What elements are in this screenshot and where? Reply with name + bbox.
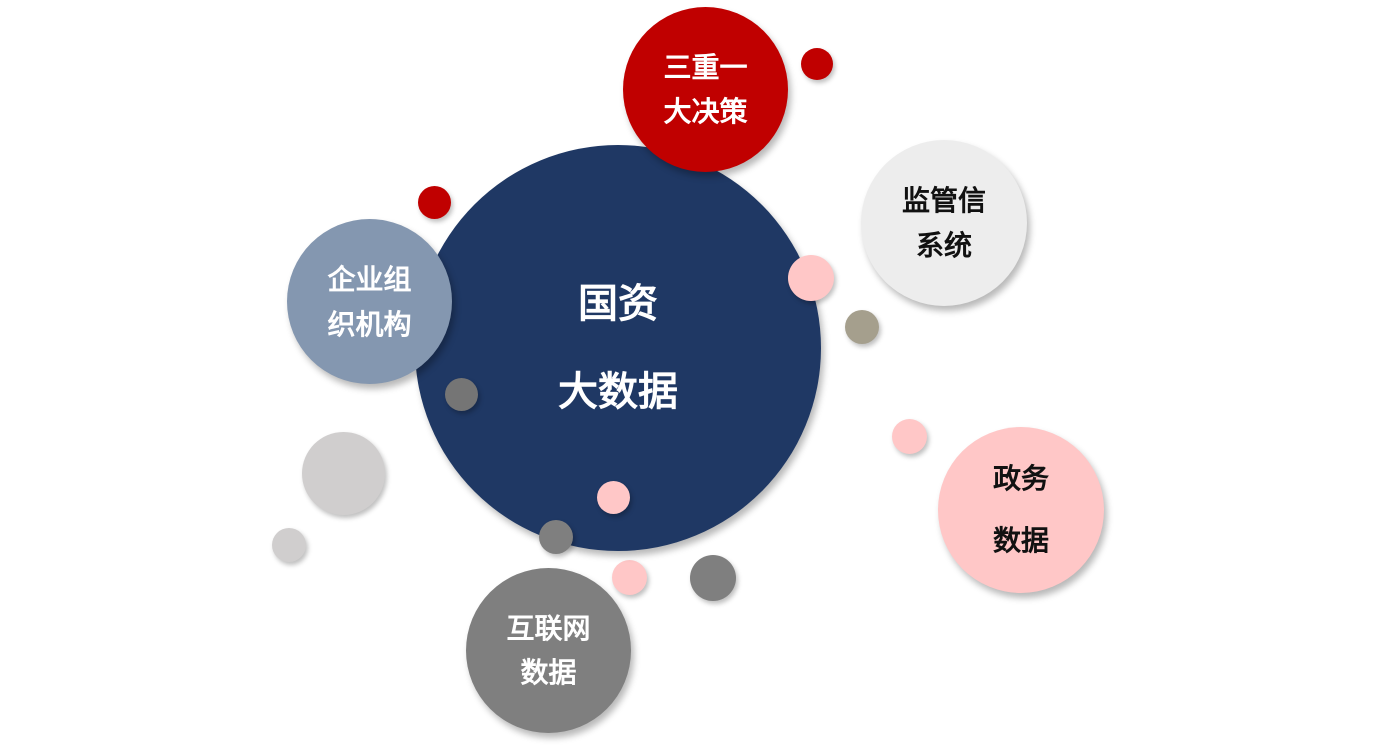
decor-dot-pink: [597, 481, 630, 514]
bubble-org-line1: 企业组: [327, 262, 412, 296]
bubble-internet-line1: 互联网: [506, 611, 591, 645]
decor-dot-red: [801, 48, 833, 80]
decor-dot-gray: [690, 555, 736, 601]
bubble-decision: 三重一 大决策: [623, 7, 788, 172]
decor-dot-pink: [788, 255, 834, 301]
decor-dot-pink: [892, 419, 927, 454]
bubble-gov-line2: 数据: [992, 524, 1049, 557]
bubble-org-line2: 织机构: [327, 307, 412, 341]
bubble-supervision: 监管信 系统: [861, 140, 1027, 306]
decor-dot-gray: [539, 520, 573, 554]
bubble-internet: 互联网 数据: [466, 568, 631, 733]
bubble-decision-line2: 大决策: [663, 94, 748, 128]
decor-dot-silver: [302, 432, 385, 515]
bubble-gov-line1: 政务: [992, 462, 1049, 495]
central-bubble-line2: 大数据: [558, 369, 678, 415]
decor-dot-silver: [272, 528, 306, 562]
decor-dot-red: [418, 186, 451, 219]
central-bubble-line1: 国资: [578, 281, 658, 327]
decor-dot-pink: [612, 560, 647, 595]
bubble-internet-line2: 数据: [520, 655, 577, 689]
bubble-org: 企业组 织机构: [287, 219, 452, 384]
bubble-supervision-line2: 系统: [915, 229, 972, 262]
decor-dot-taupe: [845, 310, 879, 344]
bubble-decision-line1: 三重一: [663, 50, 748, 84]
bubble-supervision-line1: 监管信: [901, 184, 986, 217]
decor-dot-dark-gray: [445, 378, 478, 411]
bubble-gov: 政务 数据: [938, 427, 1104, 593]
